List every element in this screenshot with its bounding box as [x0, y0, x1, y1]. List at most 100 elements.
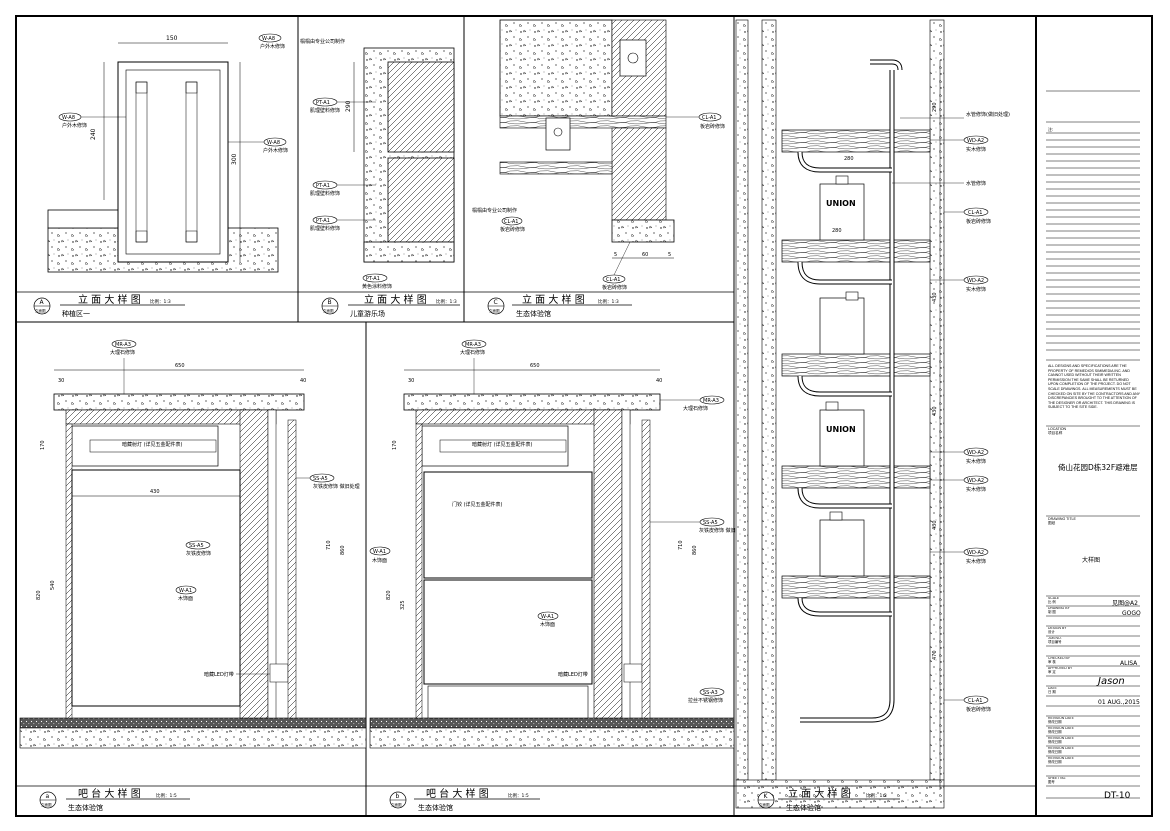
- dim-ba-4: 170: [40, 440, 46, 450]
- tag-c-text-2: 板岩砖修饰: [602, 284, 627, 291]
- tb-checked-by: ALISA: [1120, 660, 1138, 667]
- detail-panel-k: UNION UNION 水管修饰(做旧处理) WD-A2 实木修饰 水管修饰 C…: [735, 19, 1010, 809]
- tb-sheet-no-label: SHEET NO. 图号: [1048, 777, 1067, 784]
- tag-bb-text-2: 灰铁皮修饰 做旧处理: [699, 527, 746, 534]
- tag-c-text-1: 板岩砖修饰: [500, 226, 525, 233]
- panel-a-heading: 立 面 大 样 图: [78, 293, 141, 306]
- note-bb-2: 暗藏LED灯带: [558, 671, 588, 678]
- tb-drawing-title: 大样图: [1082, 556, 1100, 564]
- panel-a-letter: A: [40, 299, 45, 306]
- dim-ba-2: 30: [58, 378, 64, 384]
- panel-k-scale: 比例：1:3: [866, 792, 887, 799]
- tag-k-text-3: 板岩砖修饰: [966, 218, 991, 225]
- panel-b-scale: 比例：1:3: [436, 298, 457, 305]
- panel-k-sub: 立面图: [759, 802, 770, 807]
- tag-ba-code-2: SS-A5: [189, 543, 204, 549]
- sheet-border: [15, 15, 1153, 817]
- dim-a-0: 150: [166, 35, 178, 42]
- jar-label-2: UNION: [826, 425, 856, 434]
- tag-b-code-3: PT-A1: [366, 276, 380, 282]
- panel-c-heading: 立 面 大 样 图: [522, 293, 585, 306]
- dim-k-3: 430: [932, 292, 938, 302]
- panel-b-note: 榻榻由专业公司制作: [300, 38, 345, 45]
- panel-c-sub: 立面图: [489, 308, 500, 313]
- dim-bb-7: 860: [692, 545, 698, 555]
- panel-k-heading: 立 面 大 样 图: [788, 787, 851, 800]
- detail-panel-b: 榻榻由专业公司制作 PT-A1 肌理壁料修饰 PT-A1 肌理壁料修饰 PT-A…: [300, 38, 455, 290]
- tag-k-text-1: 实木修饰: [966, 146, 986, 153]
- tag-bb-code-2: SS-A5: [703, 520, 718, 526]
- tag-k-text-2: 水管修饰: [966, 180, 986, 187]
- tag-b-text-1: 肌理壁料修饰: [310, 190, 340, 197]
- tag-a-code-0: W-A8: [262, 36, 275, 42]
- tb-drawing-title-label: DRAWING TITLE 图纸: [1048, 517, 1076, 525]
- tag-bb-code-4: W-A1: [541, 614, 554, 620]
- tb-checked-by-label: CHECKED BY 审 核: [1048, 657, 1071, 664]
- tag-bb-text-1: 大理石修饰: [683, 405, 708, 412]
- tb-drawn-by: GOGO: [1122, 610, 1141, 617]
- dim-c-0: 5: [614, 252, 617, 258]
- detail-panel-c: 榻榻由专业公司制作 CL-A1 板岩砖修饰 CL-A1 板岩砖修饰 CL-A1 …: [472, 19, 725, 291]
- note-ba-1: 暗藏LED灯带: [204, 671, 234, 678]
- title-block: 注: ALL DESIGNS AND SPECIFICATIONS ARE TH…: [1048, 126, 1141, 801]
- tb-revision-3: REVISION DATE 修改日期: [1048, 747, 1074, 754]
- dim-ba-1: 430: [150, 489, 160, 495]
- dim-k-0: 290: [932, 102, 938, 112]
- tag-bb-text-4: 木饰面: [540, 621, 555, 628]
- dim-k-6: 470: [932, 650, 938, 660]
- tag-k-code-3: CL-A1: [968, 210, 983, 216]
- panel-k-letter: K: [764, 793, 769, 800]
- tag-a-text-1: 户外木修饰: [62, 122, 87, 129]
- tag-a-text-2: 户外木修饰: [263, 147, 288, 154]
- tag-a-text-0: 户外木修饰: [260, 43, 285, 50]
- panel-bar-b-scale: 比例：1:5: [508, 792, 529, 799]
- tb-signature: Jason: [1096, 676, 1125, 687]
- panel-k-caption: 生态体验馆: [786, 803, 821, 812]
- tag-c-text-0: 板岩砖修饰: [700, 123, 725, 130]
- tb-date: 01 AUG.,2015: [1098, 699, 1140, 706]
- panel-c-letter: C: [494, 299, 498, 306]
- dim-ba-5: 540: [50, 580, 56, 590]
- tag-b-text-0: 肌理壁料修饰: [310, 107, 340, 114]
- dim-b-0: 290: [345, 100, 352, 112]
- tag-a-code-1: W-A8: [62, 115, 75, 121]
- tag-bb-text-3: 木饰面: [372, 557, 387, 564]
- dim-ba-3: 40: [300, 378, 306, 384]
- tag-k-code-8: CL-A1: [968, 698, 983, 704]
- panel-bar-b-title: b 立面图 吧 台 大 样 图 比例：1:5 生态体验馆: [366, 785, 734, 812]
- tb-revision-0: REVISION DATE 修改日期: [1048, 717, 1074, 724]
- tag-b-text-2: 肌理壁料修饰: [310, 225, 340, 232]
- dim-bb-6: 710: [678, 540, 684, 550]
- tag-k-text-4: 实木修饰: [966, 286, 986, 293]
- tb-revision-4: REVISION DATE 修改日期: [1048, 757, 1074, 764]
- tb-notes-label: 注:: [1048, 126, 1053, 132]
- jar-label-1: UNION: [826, 199, 856, 208]
- dim-bb-0: 650: [530, 363, 540, 369]
- tag-ba-code-0: MR-A3: [115, 342, 131, 348]
- tag-ba-text-3: 木饰面: [178, 595, 193, 602]
- tag-ba-text-0: 大理石修饰: [110, 349, 135, 356]
- tb-scale-label: SCALE 比 例: [1048, 597, 1060, 604]
- panel-c-caption: 生态体验馆: [516, 309, 551, 318]
- tb-drawn-by-label: DRAWING BY 制 图: [1048, 607, 1070, 614]
- panel-bar-b-heading: 吧 台 大 样 图: [426, 787, 489, 800]
- tag-k-text-6: 实木修饰: [966, 486, 986, 493]
- note-bb-1: 门铰 (详见五金配件表): [452, 501, 503, 508]
- panel-b-heading: 立 面 大 样 图: [364, 293, 427, 306]
- panel-a-title: A 立面图 立 面 大 样 图 比例：1:3 种植区一: [16, 291, 298, 318]
- tb-sheet-no: DT-10: [1104, 791, 1131, 801]
- panel-c-scale: 比例：1:3: [598, 298, 619, 305]
- tag-c-code-0: CL-A1: [702, 115, 717, 121]
- dim-ba-9: 860: [340, 545, 346, 555]
- tb-revision-2: REVISION DATE 修改日期: [1048, 737, 1074, 744]
- dim-bb-3: 170: [392, 440, 398, 450]
- tag-k-code-7: WD-A2: [967, 550, 984, 556]
- tb-location-label: LOCATION 项目名称: [1048, 427, 1067, 435]
- tag-b-code-1: PT-A1: [316, 183, 330, 189]
- tb-design-by-label: DESIGN BY 设计: [1048, 627, 1067, 634]
- detail-panel-bar-b: 650 30 40 170 325 820 710 860 MR-A3 大理石修…: [369, 339, 746, 749]
- dim-bb-5: 820: [386, 590, 392, 600]
- dim-a-2: 300: [231, 153, 238, 165]
